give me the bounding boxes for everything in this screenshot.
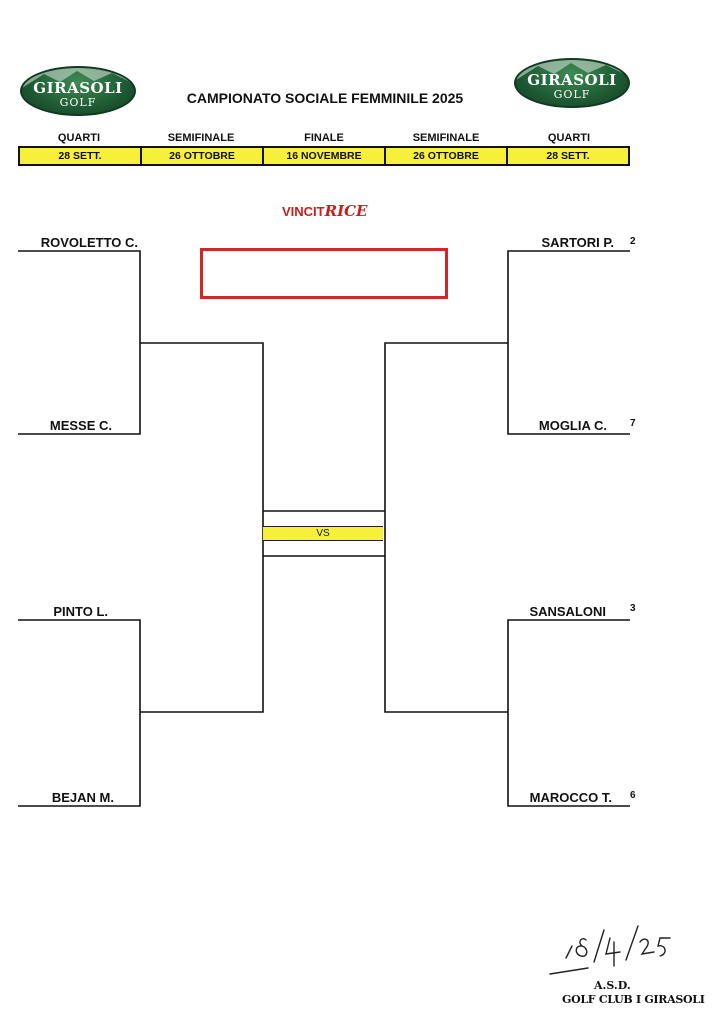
bracket-line-right-sf xyxy=(384,342,508,713)
stamp-line-club: GOLF CLUB I GIRASOLI xyxy=(562,993,705,1006)
round-label-semifinale-left: SEMIFINALE xyxy=(167,132,235,144)
player-left-1: ROVOLETTO C. xyxy=(40,235,138,250)
page-title: CAMPIONATO SOCIALE FEMMINILE 2025 xyxy=(186,90,464,106)
seed-right-2: 7 xyxy=(630,418,636,429)
mountain-icon xyxy=(22,68,134,88)
bracket-line-left-qf1 xyxy=(18,250,141,435)
round-label-finale: FINALE xyxy=(304,132,344,144)
date-quarti-left: 28 SETT. xyxy=(20,148,142,164)
winner-label: VINCITRICE xyxy=(282,202,367,220)
mountain-icon xyxy=(516,60,628,80)
winner-box xyxy=(200,248,448,299)
round-dates-row: 28 SETT. 26 OTTOBRE 16 NOVEMBRE 26 OTTOB… xyxy=(18,146,630,166)
date-finale: 16 NOVEMBRE xyxy=(264,148,386,164)
logo-text-golf: GOLF xyxy=(553,88,591,101)
player-left-3: PINTO L. xyxy=(53,604,108,619)
bracket-line-left-qf2 xyxy=(18,619,141,807)
handwritten-date-signature xyxy=(549,925,671,975)
date-semifinale-right: 26 OTTOBRE xyxy=(386,148,508,164)
logo-text-golf: GOLF xyxy=(59,96,97,109)
date-quarti-right: 28 SETT. xyxy=(508,148,628,164)
girasoli-golf-logo-left: GIRASOLI GOLF xyxy=(20,66,136,116)
girasoli-golf-logo-right: GIRASOLI GOLF xyxy=(514,58,630,108)
seed-right-4: 6 xyxy=(630,790,636,801)
bracket-line-left-sf xyxy=(140,342,264,713)
logo-text-girasoli: GIRASOLI xyxy=(33,79,123,97)
logo-text-girasoli: GIRASOLI xyxy=(527,71,617,89)
winner-label-printed: VINCIT xyxy=(282,204,325,219)
player-right-1: SARTORI P. xyxy=(541,235,614,250)
seed-right-3: 3 xyxy=(630,603,636,614)
round-label-semifinale-right: SEMIFINALE xyxy=(412,132,480,144)
player-right-2: MOGLIA C. xyxy=(538,418,607,433)
winner-label-handwritten: RICE xyxy=(324,202,368,220)
player-left-4: BEJAN M. xyxy=(51,790,114,805)
bracket-line-right-qf1 xyxy=(507,250,630,435)
round-label-quarti-right: QUARTI xyxy=(547,132,591,144)
bracket-line-right-qf2 xyxy=(507,619,630,807)
player-left-2: MESSE C. xyxy=(49,418,112,433)
final-vs-box: VS xyxy=(263,526,383,541)
player-right-3: SANSALONI xyxy=(529,604,606,619)
stamp-line-asd: A.S.D. xyxy=(594,979,631,992)
date-semifinale-left: 26 OTTOBRE xyxy=(142,148,264,164)
round-label-quarti-left: QUARTI xyxy=(57,132,101,144)
seed-right-1: 2 xyxy=(630,236,636,247)
player-right-4: MAROCCO T. xyxy=(529,790,612,805)
